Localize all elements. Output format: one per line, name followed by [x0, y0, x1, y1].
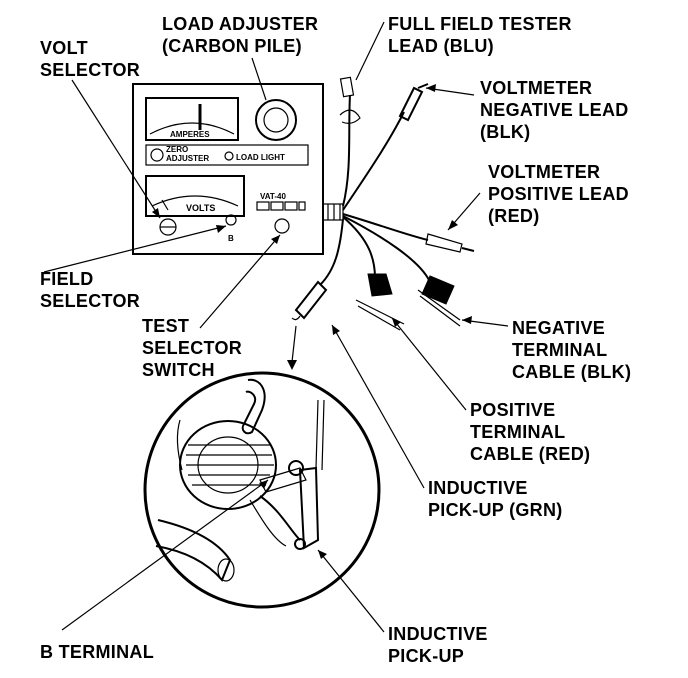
test-selector-switch[interactable]: VAT-40	[256, 192, 306, 234]
volt-selector-line2: SELECTOR	[40, 60, 140, 80]
magnified-view	[143, 371, 381, 609]
voltmeter-positive-line3: (RED)	[488, 206, 540, 226]
indicator-strip	[145, 144, 309, 166]
b-terminal-line1: B TERMINAL	[40, 642, 154, 662]
field-selector-line1: FIELD	[40, 269, 94, 289]
zero-adjuster-label-2: ADJUSTER	[166, 154, 209, 163]
label-positive-terminal: POSITIVE TERMINAL CABLE (RED)	[470, 400, 590, 464]
voltmeter-negative-line3: (BLK)	[480, 122, 530, 142]
label-full-field: FULL FIELD TESTER LEAD (BLU)	[388, 14, 572, 56]
tester-unit: AMPERES ZERO ADJUSTER LOAD LIGHT VOLTS B	[132, 83, 324, 255]
full-field-line2: LEAD (BLU)	[388, 36, 494, 56]
load-light-label: LOAD LIGHT	[236, 153, 285, 162]
negative-terminal-cable	[342, 215, 431, 283]
positive-terminal-line2: TERMINAL	[470, 422, 565, 442]
volts-scale-label: VOLTS	[186, 203, 215, 213]
load-adjuster-knob[interactable]	[255, 99, 297, 141]
label-volt-selector: VOLT SELECTOR	[40, 38, 140, 80]
load-adjuster-line2: (CARBON PILE)	[162, 36, 302, 56]
ammeter: AMPERES	[145, 97, 239, 141]
label-inductive-pickup: INDUCTIVE PICK-UP	[388, 624, 488, 666]
inductive-pickup-lead	[319, 218, 344, 286]
zero-adjuster-knob[interactable]	[150, 148, 164, 162]
amperes-scale-label: AMPERES	[170, 130, 210, 139]
full-field-line1: FULL FIELD TESTER	[388, 14, 572, 34]
label-voltmeter-positive: VOLTMETER POSITIVE LEAD (RED)	[488, 162, 629, 226]
voltmeter-negative-line1: VOLTMETER	[480, 78, 592, 98]
voltmeter-negative-lead	[342, 111, 405, 211]
field-selector-mark: B	[228, 234, 234, 243]
negative-terminal-line3: CABLE (BLK)	[512, 362, 631, 382]
inductive-grn-line2: PICK-UP (GRN)	[428, 500, 563, 520]
voltmeter-positive-lead	[342, 213, 429, 241]
voltmeter-positive-line2: POSITIVE LEAD	[488, 184, 629, 204]
label-field-selector: FIELD SELECTOR	[40, 269, 140, 311]
volt-selector-knob[interactable]	[159, 218, 177, 236]
test-selector-line1: TEST	[142, 316, 189, 336]
label-voltmeter-negative: VOLTMETER NEGATIVE LEAD (BLK)	[480, 78, 629, 142]
field-selector-line2: SELECTOR	[40, 291, 140, 311]
label-negative-terminal: NEGATIVE TERMINAL CABLE (BLK)	[512, 318, 631, 382]
label-load-adjuster: LOAD ADJUSTER (CARBON PILE)	[162, 14, 318, 56]
inductive-pickup-line2: PICK-UP	[388, 646, 464, 666]
negative-terminal-line2: TERMINAL	[512, 340, 607, 360]
positive-terminal-line3: CABLE (RED)	[470, 444, 590, 464]
label-inductive-grn: INDUCTIVE PICK-UP (GRN)	[428, 478, 563, 520]
inductive-pickup-line1: INDUCTIVE	[388, 624, 488, 644]
load-light-indicator	[224, 151, 234, 161]
model-label: VAT-40	[260, 192, 286, 201]
leader-lines	[43, 21, 509, 633]
negative-terminal-line1: NEGATIVE	[512, 318, 605, 338]
test-selector-line3: SWITCH	[142, 360, 215, 380]
voltmeter-positive-line1: VOLTMETER	[488, 162, 600, 182]
voltmeter-negative-line2: NEGATIVE LEAD	[480, 100, 629, 120]
label-b-terminal: B TERMINAL	[40, 642, 154, 662]
positive-terminal-line1: POSITIVE	[470, 400, 555, 420]
full-field-lead	[342, 94, 351, 207]
positive-terminal-cable	[342, 216, 376, 279]
volt-selector-line1: VOLT	[40, 38, 88, 58]
label-test-selector: TEST SELECTOR SWITCH	[142, 316, 242, 380]
cable-bundle	[291, 76, 475, 331]
zero-adjuster-label-1: ZERO	[166, 145, 188, 154]
voltmeter: VOLTS	[145, 175, 245, 217]
load-adjuster-line1: LOAD ADJUSTER	[162, 14, 318, 34]
field-selector-knob[interactable]: B	[225, 214, 237, 243]
test-selector-line2: SELECTOR	[142, 338, 242, 358]
inductive-grn-line1: INDUCTIVE	[428, 478, 528, 498]
